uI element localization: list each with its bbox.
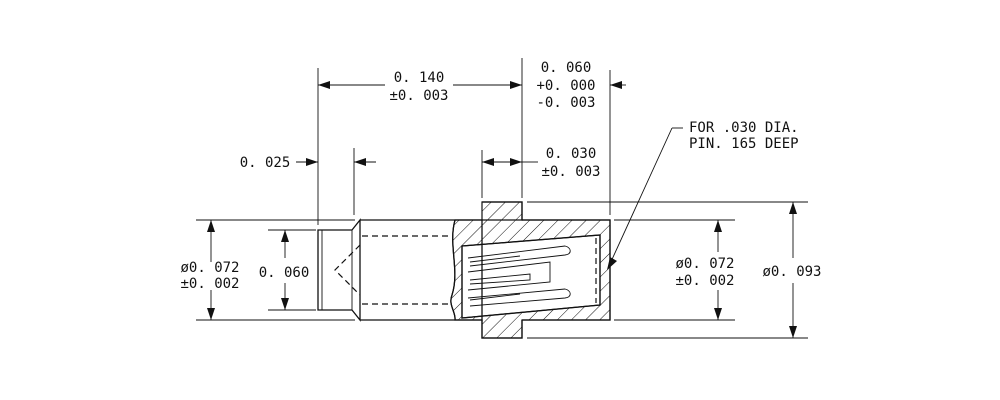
collar-diameter-value: ø0. 093 bbox=[762, 264, 821, 280]
tail-length-value: 0. 025 bbox=[240, 155, 291, 171]
dimension-labels: 0. 140 ±0. 003 0. 060 +0. 000 -0. 003 0.… bbox=[180, 60, 821, 292]
tail-diameter-value: 0. 060 bbox=[259, 265, 310, 281]
note-line-1: FOR .030 DIA. bbox=[689, 120, 799, 136]
head-length-tol-plus: +0. 000 bbox=[536, 78, 595, 94]
note-line-2: PIN. 165 DEEP bbox=[689, 136, 799, 152]
hatched-section bbox=[450, 201, 611, 339]
drill-point bbox=[334, 244, 361, 296]
extension-lines bbox=[196, 58, 808, 339]
overall-length-value: 0. 140 bbox=[394, 70, 445, 86]
head-length-tol-minus: -0. 003 bbox=[536, 95, 595, 111]
overall-length-tol: ±0. 003 bbox=[389, 88, 448, 104]
part-outline bbox=[317, 201, 611, 339]
tail-section bbox=[317, 218, 361, 322]
right-diameter-value: ø0. 072 bbox=[675, 256, 734, 272]
collar-width-tol: ±0. 003 bbox=[541, 164, 600, 180]
collar-width-value: 0. 030 bbox=[546, 146, 597, 162]
socket-contact bbox=[461, 234, 601, 319]
left-diameter-value: ø0. 072 bbox=[180, 260, 239, 276]
dimension-lines bbox=[207, 81, 797, 338]
right-diameter-tol: ±0. 002 bbox=[675, 273, 734, 289]
left-diameter-tol: ±0. 002 bbox=[180, 276, 239, 292]
head-length-value: 0. 060 bbox=[541, 60, 592, 76]
